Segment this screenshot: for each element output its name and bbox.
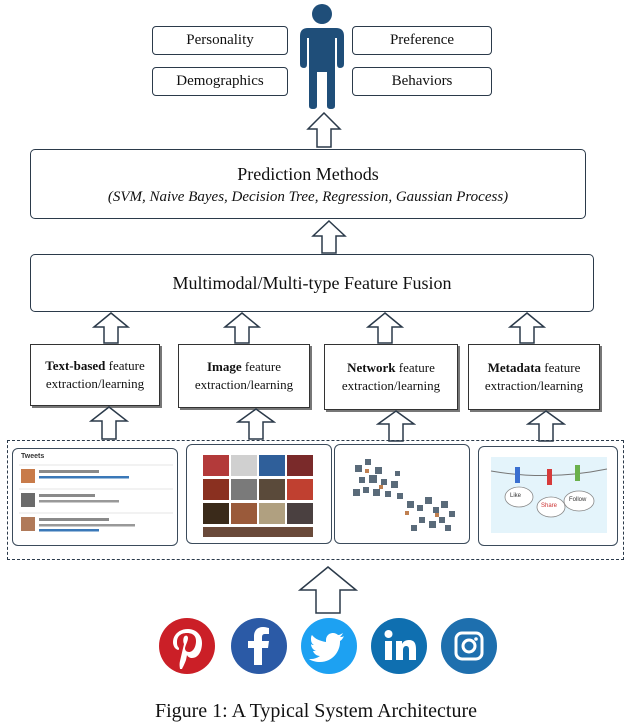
network-feature-bold: Network <box>347 360 396 375</box>
facebook-icon <box>230 617 288 675</box>
image-feature-box: Image feature extraction/learning <box>178 344 310 408</box>
twitter-icon <box>300 617 358 675</box>
text-feature-line2: extraction/learning <box>45 376 145 391</box>
figure-caption: Figure 1: A Typical System Architecture <box>154 700 478 722</box>
preference-label: Preference <box>389 32 455 48</box>
network-feature-line2: extraction/learning <box>341 378 441 393</box>
image-collage-thumbnail <box>186 444 332 544</box>
arrow-up <box>92 312 130 344</box>
metadata-feature-bold: Metadata <box>487 360 542 375</box>
tweets-thumbnail: Tweets <box>12 448 178 546</box>
arrow-up <box>89 406 129 440</box>
arrow-up <box>376 410 416 442</box>
feature-fusion-box: Multimodal/Multi-type Feature Fusion <box>30 254 594 312</box>
network-feature-box: Network feature extraction/learning <box>324 344 458 410</box>
metadata-tag-follow: Follow <box>569 497 587 503</box>
linkedin-icon <box>370 617 428 675</box>
metadata-feature-box: Metadata feature extraction/learning <box>468 344 600 410</box>
prediction-methods-list: (SVM, Naive Bayes, Decision Tree, Regres… <box>107 189 509 205</box>
arrow-up <box>508 312 546 344</box>
tweets-header: Tweets <box>21 453 45 460</box>
network-thumbnail <box>334 444 470 544</box>
personality-label: Personality <box>186 32 254 48</box>
text-feature-bold: Text-based <box>45 358 106 373</box>
arrow-up <box>526 410 566 442</box>
pinterest-icon <box>158 617 216 675</box>
arrow-up <box>311 220 347 254</box>
personality-box: Personality <box>152 26 288 55</box>
arrow-up <box>298 566 358 614</box>
text-feature-box: Text-based feature extraction/learning <box>30 344 160 406</box>
person-icon <box>296 2 348 110</box>
arrow-up <box>306 112 342 148</box>
instagram-icon <box>440 617 498 675</box>
behaviors-label: Behaviors <box>391 73 453 89</box>
metadata-tag-like: Like <box>510 493 522 499</box>
metadata-tag-share: Share <box>541 503 558 509</box>
preference-box: Preference <box>352 26 492 55</box>
demographics-box: Demographics <box>152 67 288 96</box>
image-feature-bold: Image <box>206 359 242 374</box>
metadata-feature-rest: feature <box>541 360 581 375</box>
metadata-feature-line2: extraction/learning <box>484 378 584 393</box>
prediction-title: Prediction Methods <box>237 164 379 184</box>
fusion-title: Multimodal/Multi-type Feature Fusion <box>172 272 452 293</box>
arrow-up <box>223 312 261 344</box>
demographics-label: Demographics <box>176 73 264 89</box>
image-feature-rest: feature <box>241 359 281 374</box>
arrow-up <box>236 408 276 440</box>
behaviors-box: Behaviors <box>352 67 492 96</box>
network-feature-rest: feature <box>395 360 435 375</box>
prediction-methods-box: Prediction Methods (SVM, Naive Bayes, De… <box>30 149 586 219</box>
arrow-up <box>366 312 404 344</box>
data-sources-container <box>7 440 624 560</box>
image-feature-line2: extraction/learning <box>194 377 294 392</box>
text-feature-rest: feature <box>105 358 145 373</box>
metadata-thumbnail: Like Share Follow <box>478 446 618 546</box>
